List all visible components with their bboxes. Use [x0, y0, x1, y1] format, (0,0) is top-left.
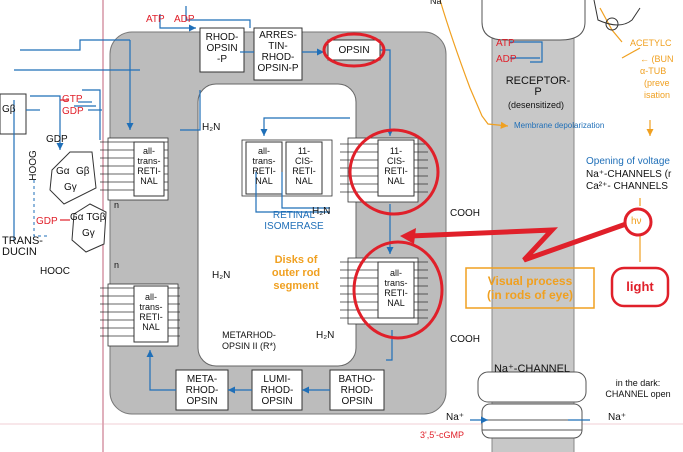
na-plus-left-label: Na⁺	[446, 412, 465, 423]
metarhodopsin-ii-label: METARHOD- OPSIN II (R*)	[221, 330, 276, 351]
n-subscript-1: n	[114, 200, 120, 210]
adp-label: ADP	[174, 14, 195, 25]
hv-label: hν	[631, 216, 642, 227]
gdp-top-label: GDP	[46, 134, 68, 145]
adp-right-label: ADP	[496, 54, 517, 65]
orange-note-1: ← (BUN	[640, 54, 674, 64]
atp-right-label: ATP	[496, 38, 515, 49]
arrestin-rhodopsin-label: ARRES- TIN- RHOD- OPSIN-P	[257, 30, 299, 74]
membrane-depolarization-label: Membrane depolarization	[514, 121, 605, 130]
cooh-label-2: COOH	[450, 334, 480, 345]
visual-process-box	[465, 267, 595, 309]
cgmp-label: 3',5'-cGMP	[420, 430, 464, 440]
n-subscript-2: n	[114, 260, 120, 270]
orange-note-3: (preve	[644, 78, 670, 88]
h2n-label-3: H₂N	[212, 270, 231, 281]
light-label: light	[626, 279, 654, 294]
na-channel-shape	[477, 371, 587, 403]
na-top-label: Na	[430, 0, 442, 6]
opening-voltage-label: Opening of voltage	[586, 156, 670, 167]
disks-label: Disks of outer rod segment	[271, 254, 321, 292]
cooh-label-1: COOH	[450, 208, 480, 219]
na-channel-label: Na⁺-CHANNEL	[493, 363, 571, 375]
g-gamma-label: Gγ	[64, 182, 77, 193]
light-box	[610, 266, 670, 308]
metarhodopsin-label: META- RHOD- OPSIN	[185, 374, 219, 407]
g-alpha-label: Gα	[56, 166, 70, 177]
retinal-bottom-left-label: all- trans- RETI- NAL	[139, 292, 163, 332]
g-beta-top-label: Gβ	[2, 104, 16, 115]
hooc-label: HOOC	[40, 266, 70, 277]
gdp-low-label: GDP	[36, 216, 58, 227]
bathorhodopsin-label: BATHO- RHOD- OPSIN	[338, 374, 376, 407]
retinal-left-label: all- trans- RETI- NAL	[137, 146, 161, 186]
atp-label: ATP	[146, 14, 165, 25]
g-gamma-low-label: Gγ	[82, 228, 95, 239]
ca-channels-label: Ca²⁺- CHANNELS	[586, 181, 668, 192]
h2n-label-2: H₂N	[312, 206, 331, 217]
g-alpha-t-label: Gα T	[70, 212, 93, 223]
gtp-label: GTP	[62, 94, 83, 105]
receptor-p-label: RECEPTOR- P	[505, 75, 571, 98]
lumirhodopsin-label: LUMI- RHOD- OPSIN	[260, 374, 294, 407]
retinal-center-label: all- trans- RETI- NAL	[252, 146, 276, 186]
cis-retinal-center-label: 11- CIS- RETI- NAL	[292, 146, 316, 186]
g-beta-label: Gβ	[76, 166, 90, 177]
retinal-right-label: all- trans- RETI- NAL	[384, 268, 408, 308]
opsin-label: OPSIN	[338, 45, 370, 56]
desensitized-label: (desensitized)	[507, 100, 565, 110]
visual-process-label: Visual process (in rods of eye)	[486, 274, 573, 302]
highlight-circles	[322, 32, 653, 340]
in-the-dark-label: in the dark: CHANNEL open	[605, 378, 671, 399]
orange-note-2: α-TUB	[640, 66, 667, 76]
g-beta-low-label: Gβ	[92, 212, 106, 223]
light-bolt	[409, 221, 627, 263]
gdp-label: GDP	[62, 106, 84, 117]
orange-note-4: isation	[644, 90, 671, 100]
hoog-label: HOOG	[27, 150, 39, 181]
na-plus-right-label: Na⁺	[608, 412, 627, 423]
h2n-label-4: H₂N	[316, 330, 335, 341]
acetylc-label: ACETYLC	[630, 38, 672, 48]
h2n-label-1: H₂N	[202, 122, 221, 133]
cis-retinal-right-label: 11- CIS- RETI- NAL	[384, 146, 408, 186]
na-channels-label: Na⁺-CHANNELS (r	[586, 169, 672, 180]
retinal-isomerase-label: RETINAL ISOMERASE	[264, 210, 324, 232]
rhodopsin-p-label: RHOD- OPSIN -P	[205, 32, 239, 65]
transducin-label: TRANS- DUCIN	[2, 235, 43, 258]
